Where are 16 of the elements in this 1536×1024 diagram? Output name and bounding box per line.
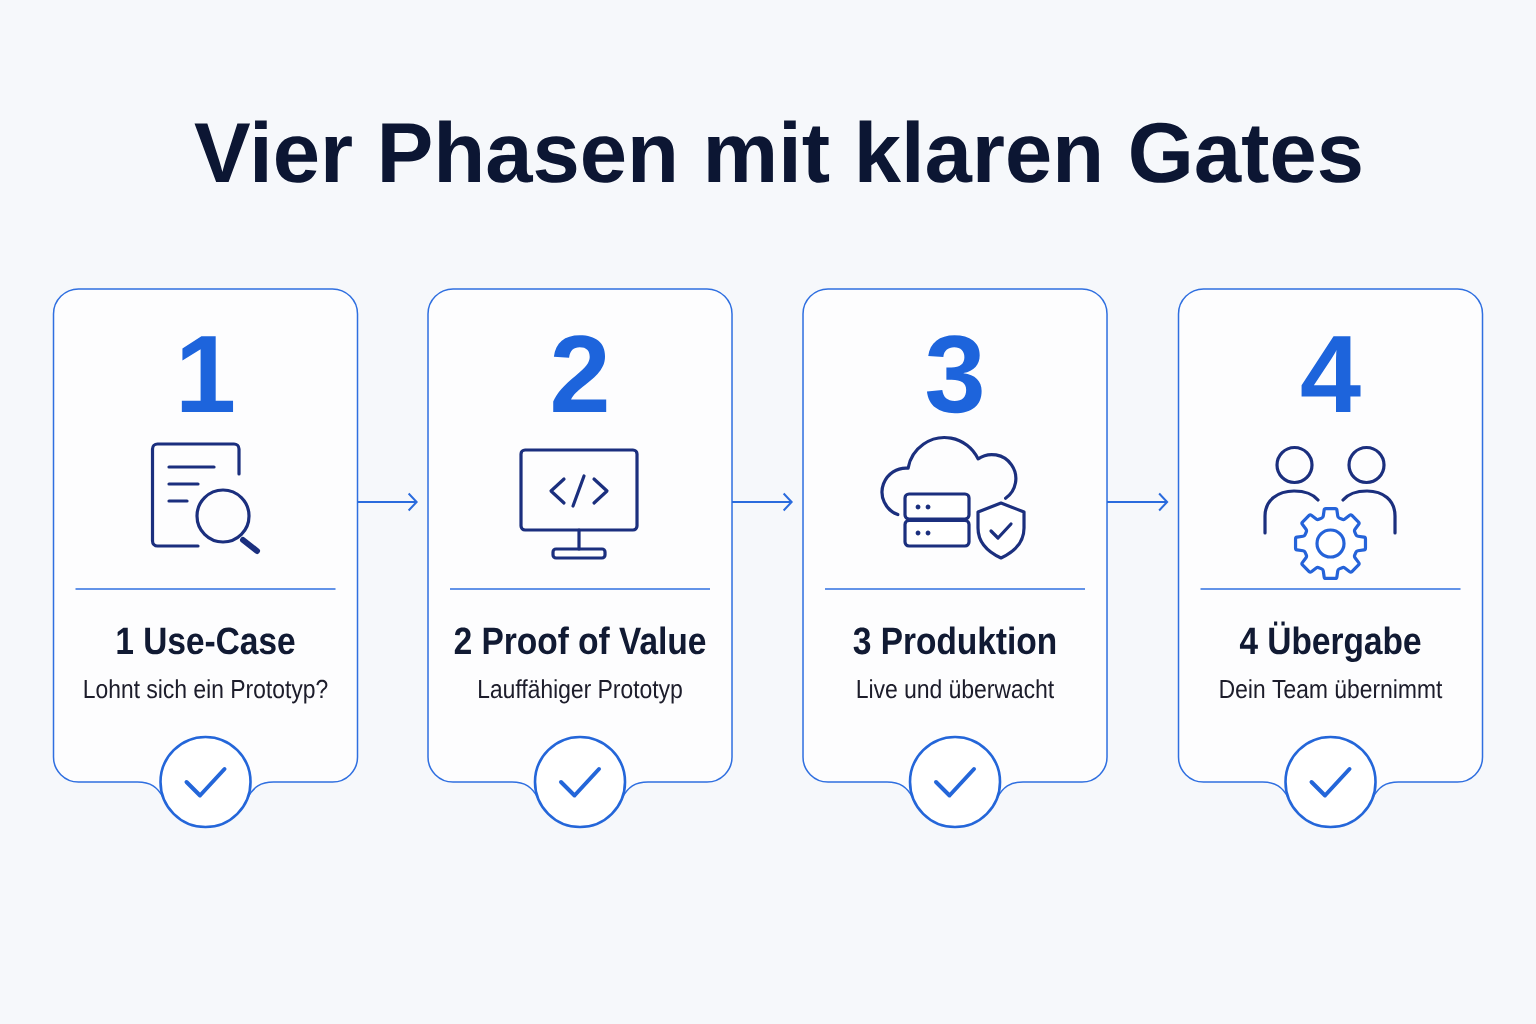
phase-title: 2 Proof of Value: [454, 626, 706, 655]
phase-subtitle: Lohnt sich ein Prototyp?: [84, 679, 328, 704]
phase-title: 3 Produktion: [853, 626, 1056, 655]
phase-subtitle: Dein Team übernimmt: [1220, 679, 1443, 699]
phase-number: 2: [553, 335, 607, 412]
phase-number: 4: [1301, 336, 1361, 412]
arrow: [731, 492, 793, 512]
phase-title: 1 Use-Case: [117, 627, 295, 655]
phase-title: 4 Übergabe: [1239, 621, 1421, 663]
phase-subtitle: Lauffähiger Prototyp: [479, 679, 682, 704]
phase-subtitle: Live und überwacht: [857, 679, 1054, 699]
arrow: [1106, 492, 1169, 512]
arrow: [356, 492, 418, 512]
phase-number: 3: [926, 335, 982, 414]
phase-number: 1: [181, 336, 234, 412]
title: Vier Phasen mit klaren Gates: [194, 120, 1361, 183]
